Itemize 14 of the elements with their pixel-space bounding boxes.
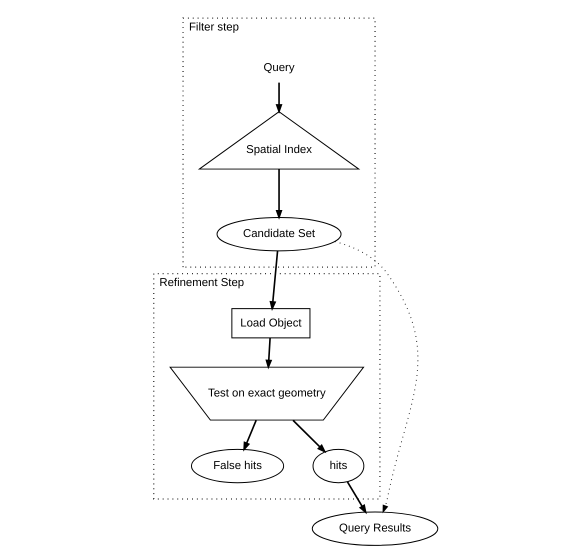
node-box: Load Object [230, 308, 310, 338]
arrow [275, 169, 282, 220]
arrow [275, 82, 282, 114]
arrow [346, 482, 366, 514]
arrow [242, 420, 256, 452]
node-text: Query [263, 62, 294, 74]
node-ellipse: False hits [190, 448, 284, 484]
arrow [334, 241, 418, 514]
node-ellipse: Candidate Set [216, 216, 342, 252]
arrow [264, 338, 272, 370]
arrow [292, 420, 326, 454]
node-ellipse: Query Results [311, 512, 438, 546]
node-ellipse: hits [312, 448, 364, 484]
arrow [268, 250, 278, 311]
